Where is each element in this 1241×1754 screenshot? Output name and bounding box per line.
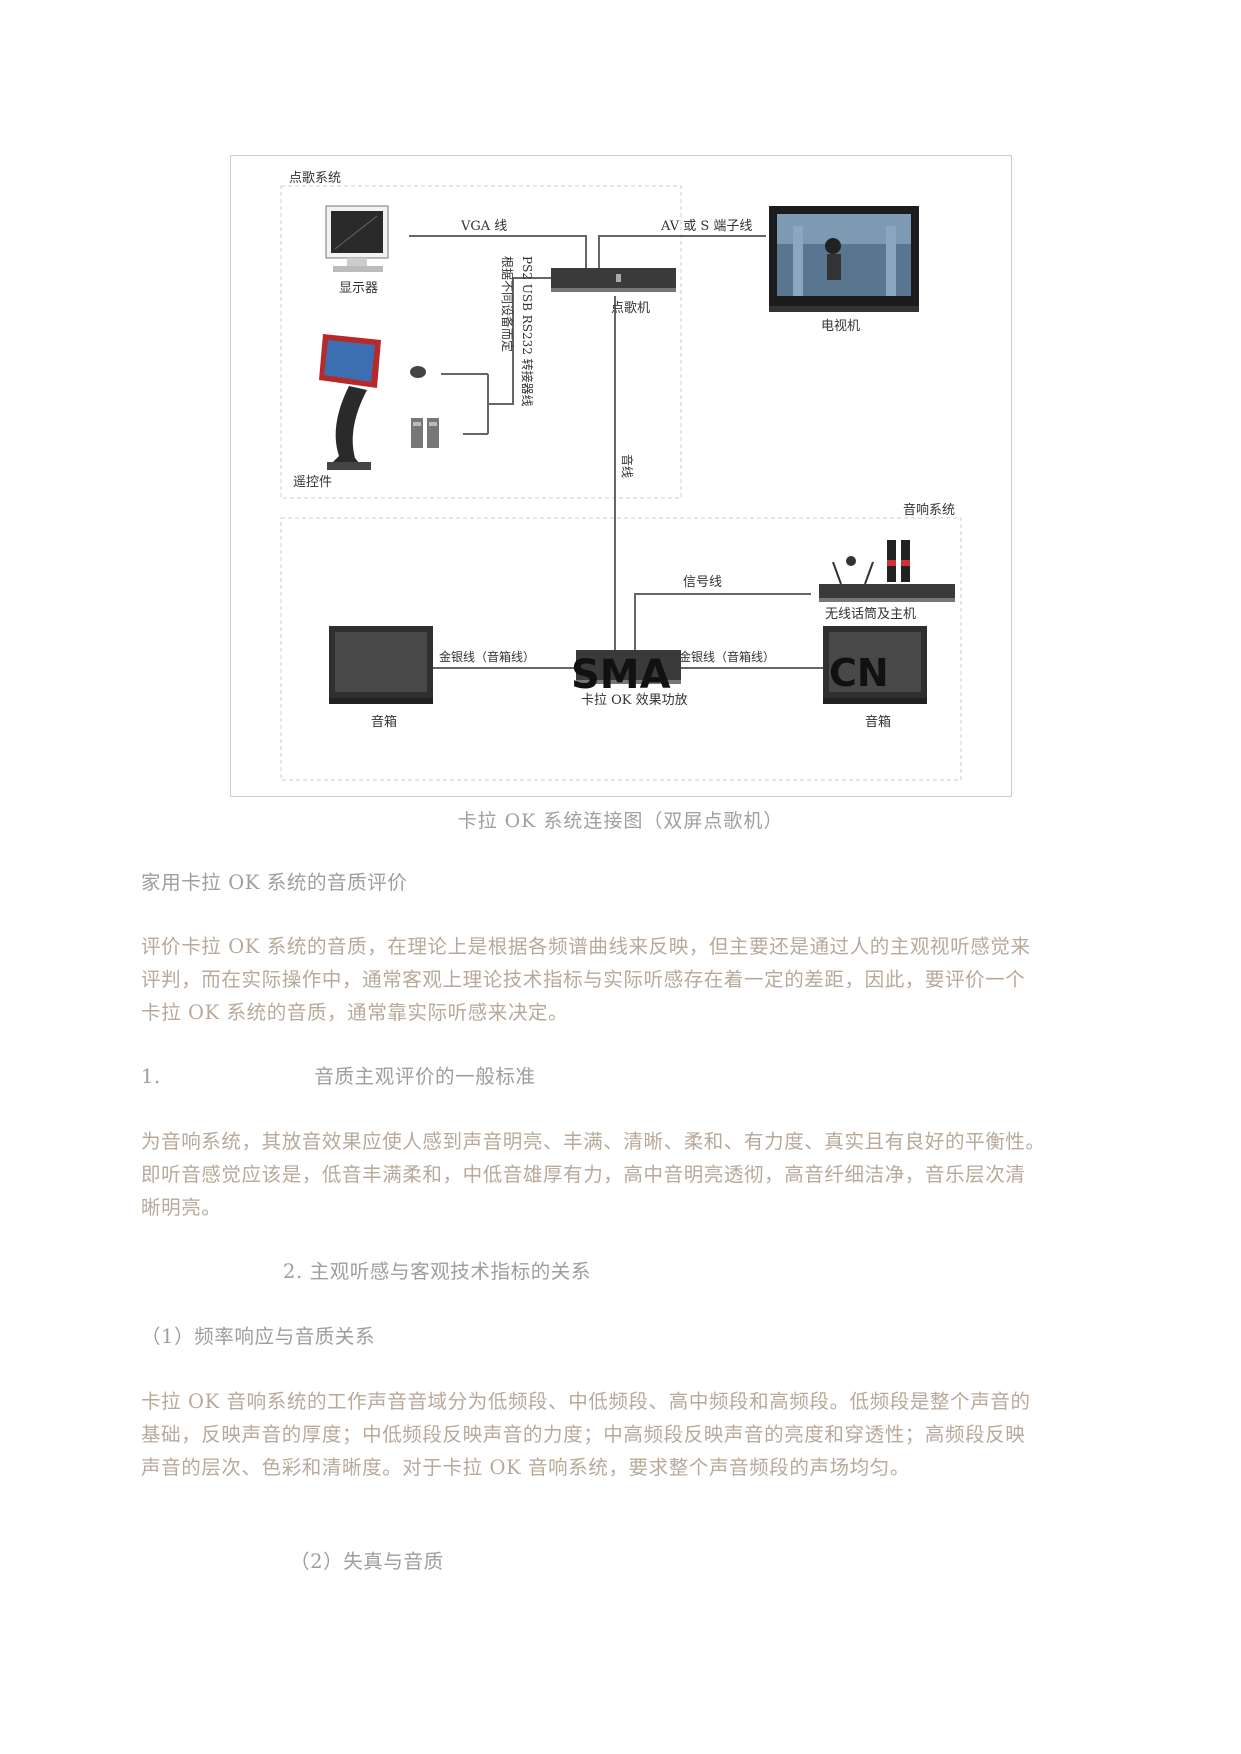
amplifier-icon bbox=[576, 650, 681, 684]
wireless-mic-icon bbox=[819, 540, 955, 602]
audio-cable-label: 音线 bbox=[620, 454, 635, 478]
group-top-label: 点歌系统 bbox=[289, 171, 341, 186]
speaker-right-icon bbox=[823, 626, 927, 704]
ps2-cable-label: PS2 USB RS232 转接器线 bbox=[520, 256, 535, 407]
wireless-mic-label: 无线话筒及主机 bbox=[825, 606, 916, 622]
ps2-cable-note: 根据不同设备而定 bbox=[500, 256, 515, 352]
paragraph-1-line: 晰明亮。 bbox=[141, 1196, 222, 1219]
jukebox-group-box bbox=[280, 185, 682, 499]
heading-3: （1）频率响应与音质关系 bbox=[141, 1325, 376, 1348]
intro-line: 评价卡拉 OK 系统的音质，在理论上是根据各频谱曲线来反映，但主要还是通过人的主… bbox=[141, 935, 1031, 958]
heading-2: 2. 主观听感与客观技术指标的关系 bbox=[283, 1260, 592, 1283]
tv-label: 电视机 bbox=[821, 319, 860, 334]
paragraph-1: 为音响系统，其放音效果应使人感到声音明亮、丰满、清晰、柔和、有力度、真实且有良好… bbox=[141, 1125, 1103, 1224]
amplifier-label: 卡拉 OK 效果功放 bbox=[581, 693, 688, 708]
connection-diagram: 点歌系统 音响系统 VGA 线 AV 或 S 端子线 PS2 USB RS232… bbox=[230, 155, 1012, 797]
remote-control-icon bbox=[411, 418, 439, 448]
signal-cable bbox=[634, 593, 811, 650]
heading-1-number: 1. bbox=[141, 1065, 161, 1088]
section-title: 家用卡拉 OK 系统的音质评价 bbox=[141, 871, 408, 894]
cables bbox=[409, 235, 823, 669]
tv-icon bbox=[769, 206, 919, 312]
intro-paragraph: 评价卡拉 OK 系统的音质，在理论上是根据各频谱曲线来反映，但主要还是通过人的主… bbox=[141, 930, 1103, 1029]
heading-1-text: 音质主观评价的一般标准 bbox=[314, 1065, 536, 1088]
paragraph-2-line: 声音的层次、色彩和清晰度。对于卡拉 OK 音响系统，要求整个声音频段的声场均匀。 bbox=[141, 1456, 910, 1479]
vga-cable bbox=[409, 235, 587, 274]
audio-group-box bbox=[280, 517, 962, 781]
ps2-cable bbox=[488, 277, 561, 405]
touchscreen-icon bbox=[319, 334, 381, 470]
speaker-left-label: 音箱 bbox=[371, 714, 397, 730]
speaker-wire-right-label: 金银线（音箱线） bbox=[679, 649, 775, 664]
remote-label: 遥控件 bbox=[293, 475, 332, 490]
speaker-left-icon bbox=[329, 626, 433, 704]
mouse-icon bbox=[410, 366, 426, 378]
watermark-right: CN bbox=[829, 651, 889, 695]
av-cable-label: AV 或 S 端子线 bbox=[660, 219, 752, 234]
paragraph-2-line: 卡拉 OK 音响系统的工作声音音域分为低频段、中低频段、高中频段和高频段。低频段… bbox=[141, 1390, 1031, 1413]
group-bottom-label: 音响系统 bbox=[903, 502, 955, 518]
watermark-left: SMA bbox=[571, 652, 671, 698]
jukebox-label: 点歌机 bbox=[611, 301, 650, 316]
heading-4: （2）失真与音质 bbox=[290, 1550, 444, 1573]
intro-line: 评判，而在实际操作中，通常客观上理论技术指标与实际听感存在着一定的差距，因此，要… bbox=[141, 968, 1026, 991]
paragraph-1-line: 为音响系统，其放音效果应使人感到声音明亮、丰满、清晰、柔和、有力度、真实且有良好… bbox=[141, 1130, 1046, 1153]
vga-cable-label: VGA 线 bbox=[460, 219, 507, 234]
intro-line: 卡拉 OK 系统的音质，通常靠实际听感来决定。 bbox=[141, 1001, 569, 1024]
heading-1: 1. 音质主观评价的一般标准 bbox=[141, 1060, 1103, 1093]
paragraph-2: 卡拉 OK 音响系统的工作声音音域分为低频段、中低频段、高中频段和高频段。低频段… bbox=[141, 1385, 1103, 1484]
paragraph-1-line: 即听音感觉应该是，低音丰满柔和，中低音雄厚有力，高中音明亮透彻，高音纤细洁净，音… bbox=[141, 1163, 1026, 1186]
paragraph-2-line: 基础，反映声音的厚度；中低频段反映声音的力度；中高频段反映声音的亮度和穿透性；高… bbox=[141, 1423, 1026, 1446]
jukebox-icon bbox=[551, 268, 676, 292]
av-cable bbox=[598, 235, 766, 274]
speaker-wire-left-label: 金银线（音箱线） bbox=[439, 649, 535, 664]
signal-cable-label: 信号线 bbox=[683, 575, 722, 590]
speaker-right-label: 音箱 bbox=[865, 714, 891, 730]
monitor-label: 显示器 bbox=[339, 281, 378, 296]
diagram-canvas: 点歌系统 音响系统 VGA 线 AV 或 S 端子线 PS2 USB RS232… bbox=[280, 171, 962, 781]
monitor-icon bbox=[325, 205, 389, 272]
figure-caption: 卡拉 OK 系统连接图（双屏点歌机） bbox=[457, 810, 784, 832]
